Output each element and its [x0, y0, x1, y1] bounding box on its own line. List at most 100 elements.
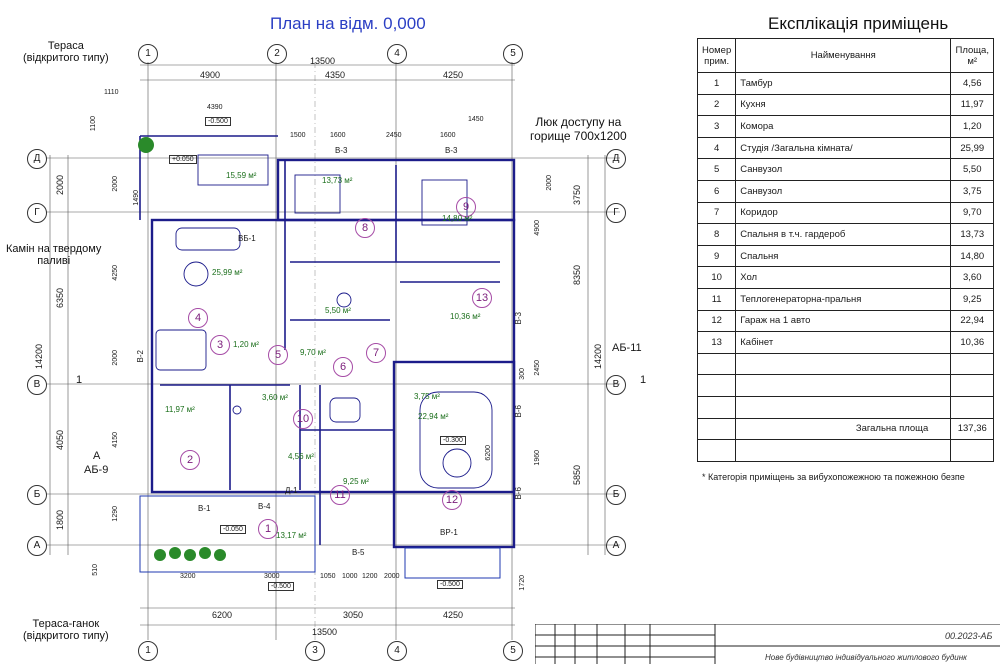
interior-walls [139, 135, 500, 545]
room-7-marker: 7 [366, 343, 386, 363]
row-area: 3,75 [950, 179, 995, 203]
level-terrace-inner: +0.050 [169, 155, 197, 164]
mark-b3: B-3 [335, 146, 348, 155]
axis-marker-d-left: Д [27, 149, 47, 169]
room-5-area: 5,50 м² [325, 306, 351, 315]
room-9-area: 14,80 м² [442, 214, 473, 223]
row-name: Тамбур [735, 72, 952, 95]
row-name: Кабінет [735, 331, 952, 354]
row-area: 9,70 [950, 201, 995, 225]
callout-hatch: Люк доступу на горище 700х1200 [530, 115, 627, 143]
room-2-area: 11,97 м² [165, 405, 195, 414]
dim-top-total: 13500 [310, 56, 336, 66]
terrace-area: 15,59 м² [226, 171, 257, 180]
section-right-num: 1 [640, 374, 647, 386]
room-4-area: 25,99 м² [212, 268, 243, 277]
row-num: 7 [696, 201, 737, 225]
row-area: 3,60 [950, 266, 995, 289]
axis-marker-b-right: Б [606, 485, 626, 505]
room-12-marker: 12 [442, 490, 462, 510]
axis-marker-1-top: 1 [138, 44, 158, 64]
room-3-area: 1,20 м² [233, 340, 259, 349]
dim-right-sub-1: 2000 [546, 175, 553, 191]
room-7-area: 9,70 м² [300, 348, 326, 357]
table-row-empty [696, 439, 995, 462]
mark-b6b: B-6 [514, 487, 523, 500]
axis-marker-a-right: А [606, 536, 626, 556]
axis-marker-a-left: А [27, 536, 47, 556]
dim-right-seg-3: 5850 [572, 465, 582, 486]
dim-bottom-seg-2: 3050 [343, 610, 364, 620]
axis-marker-g-right: Г [606, 203, 626, 223]
dim-bottom-sub-5: 1200 [362, 573, 378, 580]
dim-top-sub-5: 2450 [386, 132, 402, 139]
room-6-marker: 6 [333, 357, 353, 377]
row-area: 25,99 [950, 136, 995, 160]
dim-bottom-total: 13500 [312, 627, 338, 637]
dim-right-total: 14200 [593, 344, 603, 370]
dim-right-sub-4: 300 [519, 368, 526, 380]
room-3-marker: 3 [210, 335, 230, 355]
dim-left-sub-1: 1100 [90, 116, 97, 132]
row-num: 6 [696, 179, 737, 203]
dim-top-sub-7: 1450 [468, 116, 484, 123]
table-total-row: Загальна площа 137,36 [696, 417, 995, 441]
row-area: 9,25 [950, 287, 995, 311]
dim-left-seg-3: 4050 [55, 430, 65, 451]
room-11-marker: 11 [330, 485, 350, 505]
dim-top-sub-2: 4390 [207, 104, 223, 111]
mark-d1: Д-1 [285, 486, 298, 495]
row-name: Теплогенераторна-пральня [735, 287, 952, 311]
dim-top-seg-2: 4350 [325, 70, 346, 80]
row-num: 8 [696, 223, 737, 246]
dim-top-sub-1: 1110 [104, 89, 119, 96]
level-garage: -0.300 [440, 436, 466, 445]
room-11-area: 9,25 м² [343, 477, 369, 486]
dim-bottom-sub-2: 3000 [264, 573, 280, 580]
title-block [535, 624, 1000, 664]
row-num: 1 [696, 72, 737, 95]
dim-right-sub-6: 1960 [534, 450, 541, 466]
mark-b4: B-4 [258, 502, 271, 511]
mark-b1: B-1 [198, 504, 211, 513]
row-num: 12 [696, 309, 737, 333]
row-area: 4,56 [950, 72, 995, 95]
row-num: 3 [696, 115, 737, 138]
dim-left-seg-2: 6350 [55, 288, 65, 309]
dim-right-sub-7: 1720 [519, 575, 526, 591]
dim-left-sub-3: 1490 [133, 190, 140, 206]
terraces [139, 495, 501, 579]
row-name: Спальня в т.ч. гардероб [735, 223, 952, 246]
dim-left-total: 14200 [34, 344, 44, 370]
room-10-area: 3,60 м² [262, 393, 288, 402]
mark-b5: B-5 [352, 548, 365, 557]
row-name: Спальня [735, 244, 952, 268]
axis-marker-5-bottom: 5 [503, 641, 523, 661]
callout-terrace-top: Тераса (відкритого типу) [23, 40, 109, 64]
plan-title: План на відм. 0,000 [270, 14, 426, 33]
axis-marker-4-bottom: 4 [387, 641, 407, 661]
room-2-marker: 2 [180, 450, 200, 470]
total-area: 137,36 [950, 417, 995, 441]
axis-marker-v-right: В [606, 375, 626, 395]
dim-left-sub-4: 4250 [112, 265, 119, 281]
row-num: 13 [696, 331, 737, 354]
room-1-area: 13,17 м² [276, 531, 307, 540]
exterior-walls [150, 158, 516, 549]
mark-b2: B-2 [136, 350, 145, 363]
room-4-marker: 4 [188, 308, 208, 328]
axis-marker-b-left: Б [27, 485, 47, 505]
vegetation [138, 137, 226, 561]
row-area: 1,20 [950, 115, 995, 138]
level-porch-low: -0.500 [268, 582, 294, 591]
explication-header-row: Номер прим. Найменування Площа, м² [696, 38, 995, 73]
titleblock-description: Нове будівництво індивідуального житлово… [765, 653, 967, 662]
